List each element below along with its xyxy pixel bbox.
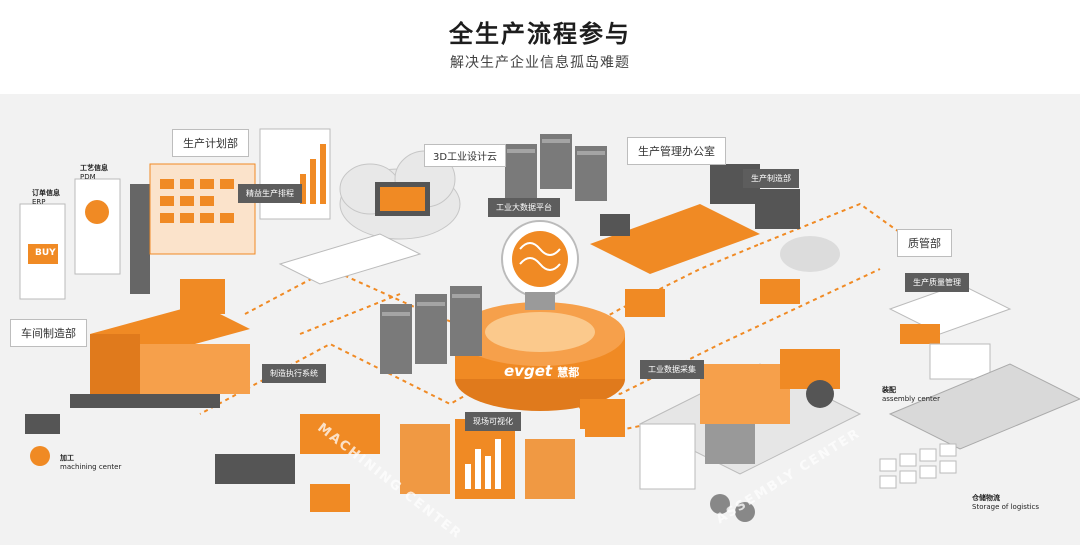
central-platform-graphic: [455, 220, 625, 411]
factory-scene: 生产计划部 3D工业设计云 生产管理办公室 质管部 车间制造部 精益生产排程 工…: [0, 94, 1080, 545]
quality-station: [760, 236, 1012, 380]
brand-logo: evget 慧都: [504, 362, 580, 380]
cloud-graphic: [339, 150, 461, 240]
label-planning-dept: 生产计划部: [172, 129, 249, 157]
factory-illustration: [19, 128, 1080, 522]
label-3d-design-cloud: 3D工业设计云: [424, 144, 507, 167]
tag-data-collection: 工业数据采集: [640, 360, 704, 379]
label-management-office: 生产管理办公室: [627, 137, 726, 165]
label-quality-dept: 质管部: [897, 229, 952, 257]
planning-board: [19, 128, 331, 300]
workshop-machines: [25, 279, 380, 484]
assembly-line: [638, 349, 862, 522]
page-title: 全生产流程参与: [449, 20, 631, 48]
label-workshop-dept: 车间制造部: [10, 319, 87, 347]
tag-quality-management: 生产质量管理: [905, 273, 969, 292]
tag-big-data-platform: 工业大数据平台: [488, 198, 560, 217]
tag-mes: 制造执行系统: [262, 364, 326, 383]
tag-lean-scheduling: 精益生产排程: [238, 184, 302, 203]
tag-visualization: 现场可视化: [465, 412, 521, 431]
tag-dispatch: 生产制造部: [743, 169, 799, 188]
page-header: 全生产流程参与 解决生产企业信息孤岛难题: [0, 0, 1080, 92]
page-subtitle: 解决生产企业信息孤岛难题: [450, 55, 630, 71]
buy-sign: BUY: [35, 248, 56, 258]
storage-area: [879, 363, 1080, 489]
